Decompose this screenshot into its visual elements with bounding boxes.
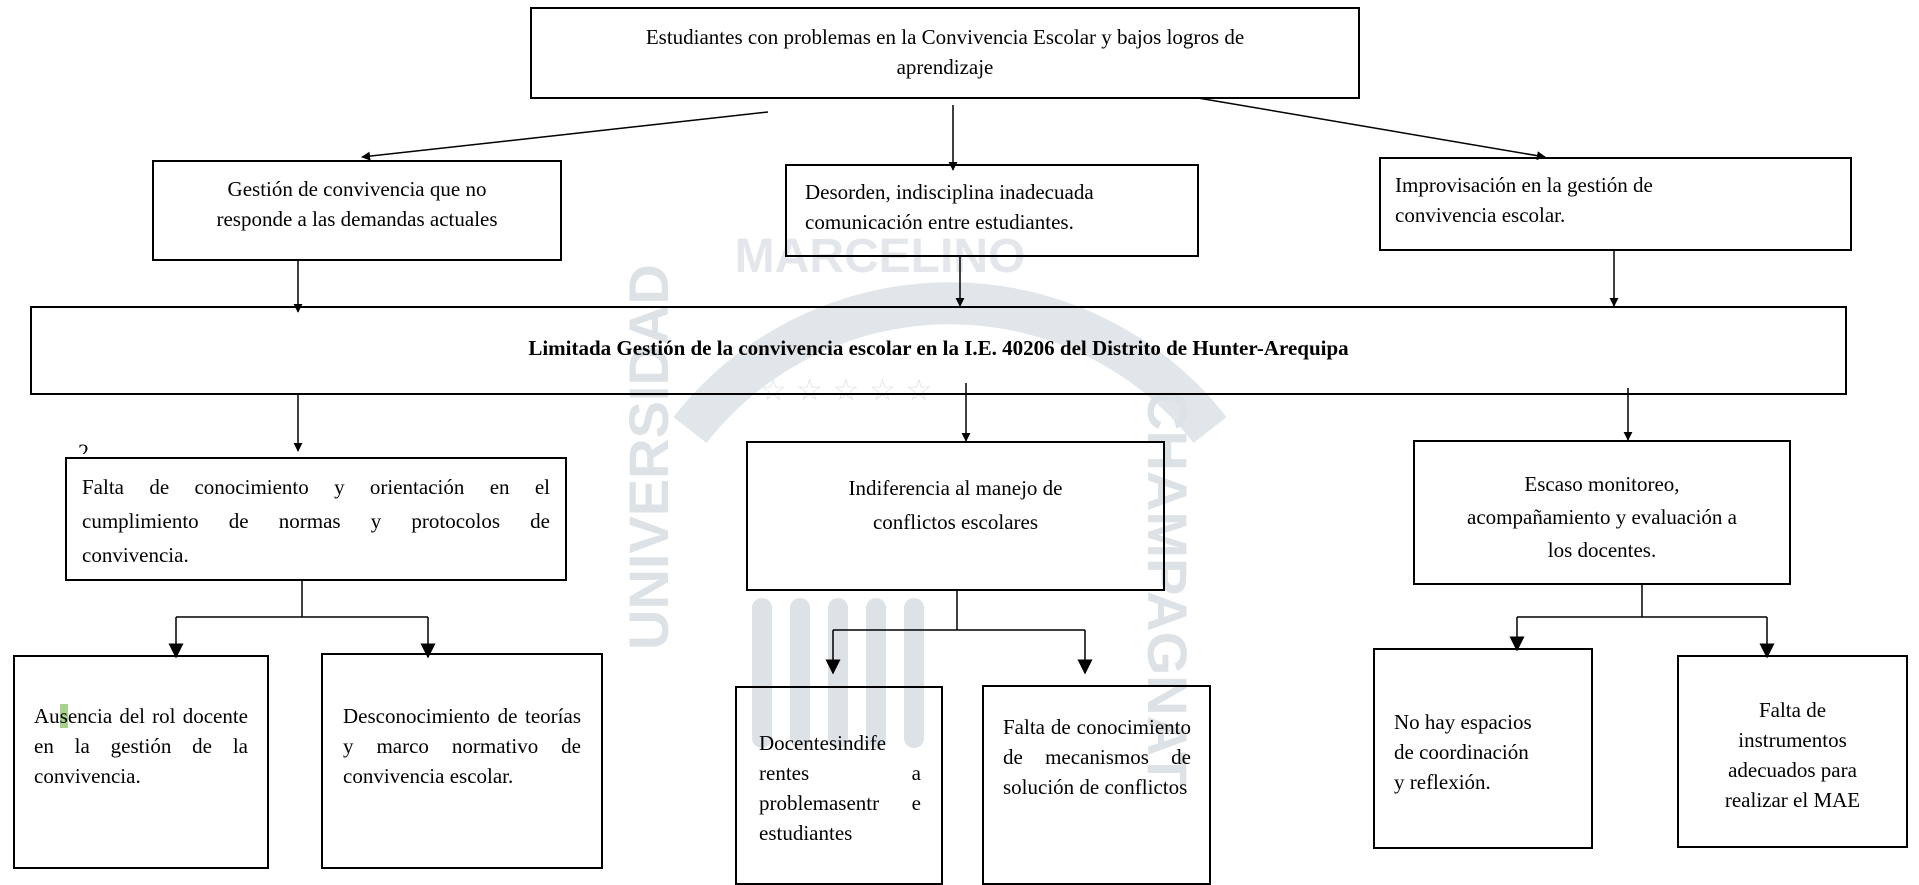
effect-right-line: acompañamiento y evaluación a <box>1467 505 1737 529</box>
effect-text-center: Indiferencia al manejo de conflictos esc… <box>756 471 1155 539</box>
top-problem-line: Estudiantes con problemas en la Conviven… <box>645 25 1245 49</box>
stray-mark: 2 <box>78 440 89 454</box>
effect-left-line: cumplimiento de normas y protocolos de <box>82 509 550 533</box>
subeffect-r1-line: No hay espacios <box>1394 710 1532 734</box>
cause-left-line: responde a las demandas actuales <box>216 207 498 231</box>
effect-box-center <box>746 441 1165 591</box>
subeffect-box-r1 <box>1373 648 1593 849</box>
subeffect-r2-line: realizar el MAE <box>1724 788 1861 812</box>
effect-right-line: los docentes. <box>1547 538 1657 562</box>
cause-text-left: Gestión de convivencia que no responde a… <box>160 174 554 234</box>
effect-right-line: Escaso monitoreo, <box>1524 472 1680 496</box>
top-problem-text: Estudiantes con problemas en la Conviven… <box>540 22 1350 82</box>
subeffect-box-r2 <box>1677 655 1908 848</box>
cause-text-center: Desorden, indisciplina inadecuada comuni… <box>805 177 1195 237</box>
watermark-left-text: UNIVERSIDAD <box>617 264 680 650</box>
cause-right-line: Improvisación en la gestión de <box>1395 173 1653 197</box>
cause-center-line: comunicación entre estudiantes. <box>805 210 1074 234</box>
subeffect-text-r1: No hay espacios de coordinación y reflex… <box>1394 707 1584 797</box>
subeffect-text-c1: Docentesindife rentes a problemasentr e … <box>759 731 921 845</box>
cause-box-right <box>1379 157 1852 251</box>
subeffect-r2-line: instrumentos <box>1738 728 1847 752</box>
top-problem-box <box>530 7 1360 99</box>
cause-box-center <box>785 164 1199 257</box>
effect-text-right: Escaso monitoreo, acompañamiento y evalu… <box>1421 468 1783 567</box>
effect-left-line: convivencia. <box>82 543 189 567</box>
subeffect-text-c2: Falta de conocimiento de mecanismos de s… <box>1003 715 1191 799</box>
subeffect-text-r2: Falta de instrumentos adecuados para rea… <box>1683 695 1902 815</box>
watermark-right-text: CHAMPAGNAT <box>1136 390 1199 786</box>
subeffect-r1-line: de coordinación <box>1394 740 1529 764</box>
subeffect-l1-part: Au <box>34 704 60 728</box>
effect-center-line: conflictos escolares <box>872 510 1039 534</box>
effect-center-line: Indiferencia al manejo de <box>848 476 1063 500</box>
effect-box-right <box>1413 440 1791 585</box>
cause-box-left <box>152 160 562 261</box>
subeffect-r1-line: y reflexión. <box>1394 770 1491 794</box>
subeffect-l1-part: encia del rol docente en la gestión de l… <box>34 704 248 788</box>
subeffect-box-l1 <box>13 655 269 869</box>
top-problem-line: aprendizaje <box>896 55 994 79</box>
cause-right-line: convivencia escolar. <box>1395 203 1566 227</box>
subeffect-r2-line: Falta de <box>1758 698 1827 722</box>
subeffect-box-l2 <box>321 653 603 869</box>
effect-text-left: Falta de conocimiento y orientación en e… <box>82 470 550 572</box>
effect-box-left <box>65 457 567 581</box>
subeffect-text-l1: Ausencia del rol docente en la gestión d… <box>34 701 248 791</box>
cause-left-line: Gestión de convivencia que no <box>227 177 487 201</box>
main-problem-text: Limitada Gestión de la convivencia escol… <box>528 336 1349 360</box>
cause-center-line: Desorden, indisciplina inadecuada <box>805 180 1094 204</box>
highlighted-letter: s <box>59 704 68 728</box>
subeffect-box-c1 <box>735 686 943 885</box>
subeffect-box-c2 <box>982 685 1211 885</box>
main-problem-box <box>30 306 1847 395</box>
subeffect-r2-line: adecuados para <box>1728 758 1857 782</box>
effect-left-line: Falta de conocimiento y orientación en e… <box>82 475 550 499</box>
cause-text-right: Improvisación en la gestión de convivenc… <box>1395 170 1845 230</box>
svg-text:☆ ☆ ☆ ☆ ☆: ☆ ☆ ☆ ☆ ☆ <box>760 373 933 408</box>
subeffect-text-l2: Desconocimiento de teorías y marco norma… <box>343 704 581 788</box>
